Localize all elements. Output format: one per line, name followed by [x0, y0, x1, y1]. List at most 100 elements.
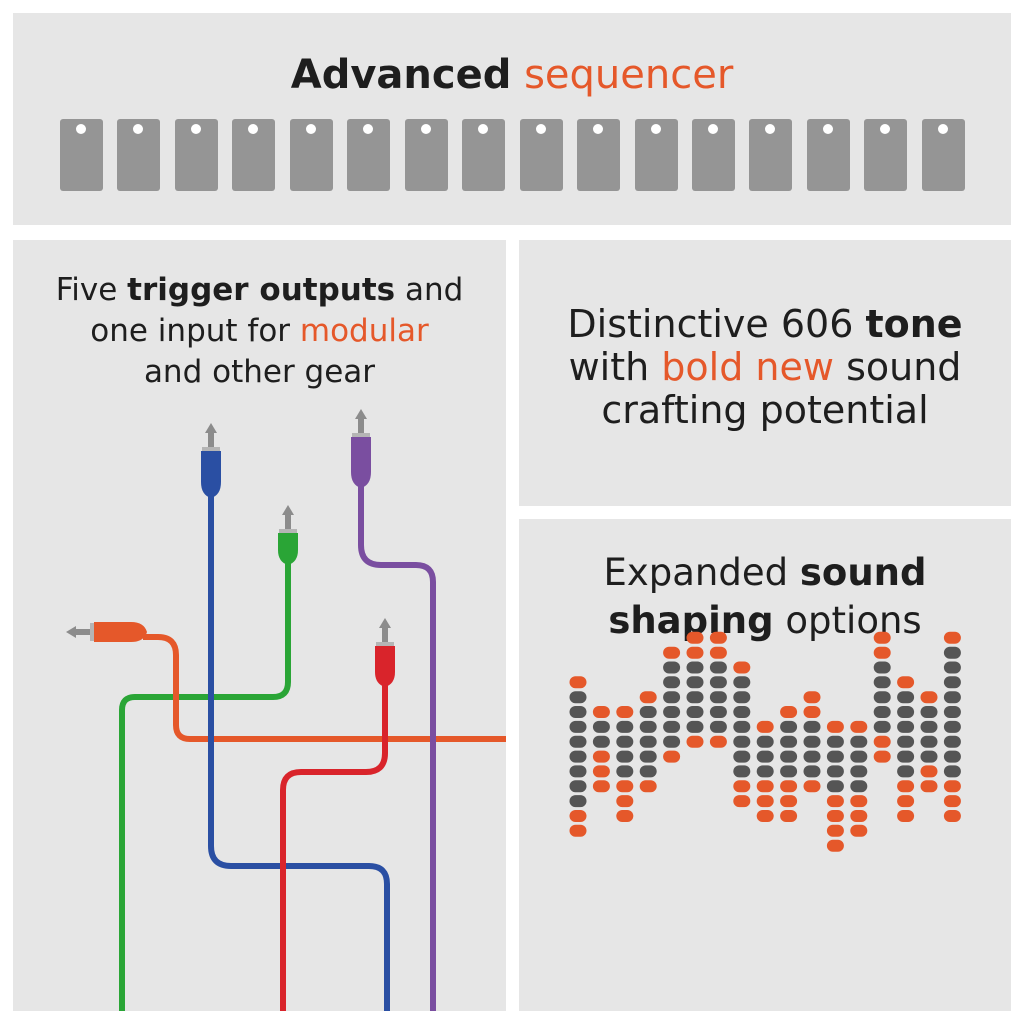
equalizer-dot	[850, 824, 868, 837]
trigger-text-1c: and	[404, 272, 464, 308]
step-button	[174, 119, 218, 191]
equalizer-dot	[943, 706, 961, 718]
equalizer-dot	[850, 765, 868, 778]
equalizer-dot	[639, 735, 657, 748]
equalizer-dot	[803, 780, 821, 793]
equalizer-dot	[592, 750, 610, 763]
trigger-text-3: and other gear	[143, 354, 376, 390]
equalizer-dot	[569, 824, 587, 837]
equalizer-dot	[592, 706, 610, 718]
equalizer-dot	[686, 720, 704, 733]
equalizer-dot	[943, 750, 961, 763]
purple-jack-plug	[351, 409, 371, 488]
equalizer-dot	[709, 676, 727, 689]
green-cable	[119, 560, 291, 1011]
equalizer-dot	[756, 720, 774, 733]
equalizer-dot	[709, 720, 727, 733]
equalizer-dot	[616, 720, 634, 733]
equalizer-dot	[897, 720, 915, 733]
equalizer-dot	[733, 795, 751, 808]
equalizer-dot	[569, 810, 587, 822]
equalizer-dot	[780, 780, 798, 793]
green-jack-plug	[278, 505, 298, 565]
tone-panel: Distinctive 606 tone with bold new sound…	[519, 240, 1011, 506]
equalizer-dot	[943, 795, 961, 808]
equalizer-dot	[639, 765, 657, 778]
equalizer-dot	[756, 750, 774, 763]
equalizer-dot	[616, 810, 634, 822]
equalizer-dot	[733, 765, 751, 778]
equalizer-dot	[780, 765, 798, 778]
equalizer-dot	[897, 810, 915, 822]
equalizer-dot	[943, 631, 961, 644]
equalizer-dot	[639, 691, 657, 704]
equalizer-dot	[756, 735, 774, 748]
equalizer-dot	[826, 750, 844, 763]
equalizer-dot	[569, 735, 587, 748]
equalizer-dot	[873, 631, 891, 644]
equalizer-dot	[639, 750, 657, 763]
equalizer-dot	[873, 691, 891, 704]
blue-cable	[208, 495, 390, 1011]
equalizer-dot	[803, 720, 821, 733]
equalizer-dot	[569, 720, 587, 733]
equalizer-dot	[826, 735, 844, 748]
equalizer-dot	[873, 676, 891, 689]
equalizer-dot	[592, 735, 610, 748]
equalizer-dot	[616, 765, 634, 778]
equalizer-dot	[733, 706, 751, 718]
equalizer-dot	[920, 765, 938, 778]
tone-text-1b: tone	[865, 302, 963, 346]
equalizer-dot	[873, 720, 891, 733]
step-button	[404, 119, 448, 191]
equalizer-dot	[873, 735, 891, 748]
step-button	[60, 119, 103, 191]
equalizer-dot	[733, 720, 751, 733]
trigger-text-2a: one input for	[90, 313, 291, 349]
equalizer-dot	[569, 706, 587, 718]
equalizer-dot	[663, 706, 681, 718]
equalizer-dot	[569, 676, 587, 689]
equalizer-dot	[897, 795, 915, 808]
step-button	[347, 119, 391, 191]
equalizer-dot	[803, 750, 821, 763]
equalizer-dot	[639, 720, 657, 733]
tone-text: Distinctive 606 tone with bold new sound…	[525, 303, 1005, 432]
equalizer-dot	[616, 795, 634, 808]
sound-shaping-panel: Expanded sound shaping options	[519, 519, 1011, 1011]
equalizer-dot	[943, 691, 961, 704]
equalizer-dot	[780, 795, 798, 808]
equalizer-dot	[850, 735, 868, 748]
equalizer-dot	[897, 735, 915, 748]
step-button	[749, 119, 793, 191]
equalizer-dot	[826, 780, 844, 793]
equalizer-dot	[686, 691, 704, 704]
equalizer-dot	[616, 750, 634, 763]
equalizer-dot	[826, 810, 844, 822]
equalizer-dot	[733, 691, 751, 704]
equalizer-dot	[943, 676, 961, 689]
sequencer-title-bold: Advanced	[290, 52, 512, 98]
equalizer-dot	[663, 676, 681, 689]
equalizer-dot	[686, 631, 704, 644]
equalizer-dot	[826, 795, 844, 808]
trigger-outputs-panel: Five trigger outputs and one input for m…	[13, 240, 506, 1011]
equalizer-dot	[733, 676, 751, 689]
sequencer-title-highlight: sequencer	[524, 52, 734, 98]
tone-text-3: crafting potential	[601, 388, 929, 432]
equalizer-dot	[943, 810, 961, 822]
equalizer-dot	[803, 735, 821, 748]
equalizer-dot	[897, 765, 915, 778]
equalizer-dot	[803, 691, 821, 704]
equalizer-dot	[616, 780, 634, 793]
equalizer-dot	[780, 706, 798, 718]
equalizer-dot	[897, 750, 915, 763]
equalizer-dot	[569, 691, 587, 704]
equalizer-dot	[826, 839, 844, 852]
equalizer-dot	[663, 691, 681, 704]
trigger-text-1b: trigger outputs	[127, 272, 396, 308]
equalizer-dot	[709, 631, 727, 644]
step-button	[577, 119, 621, 191]
equalizer-dot	[943, 735, 961, 748]
purple-cable	[358, 485, 436, 1011]
